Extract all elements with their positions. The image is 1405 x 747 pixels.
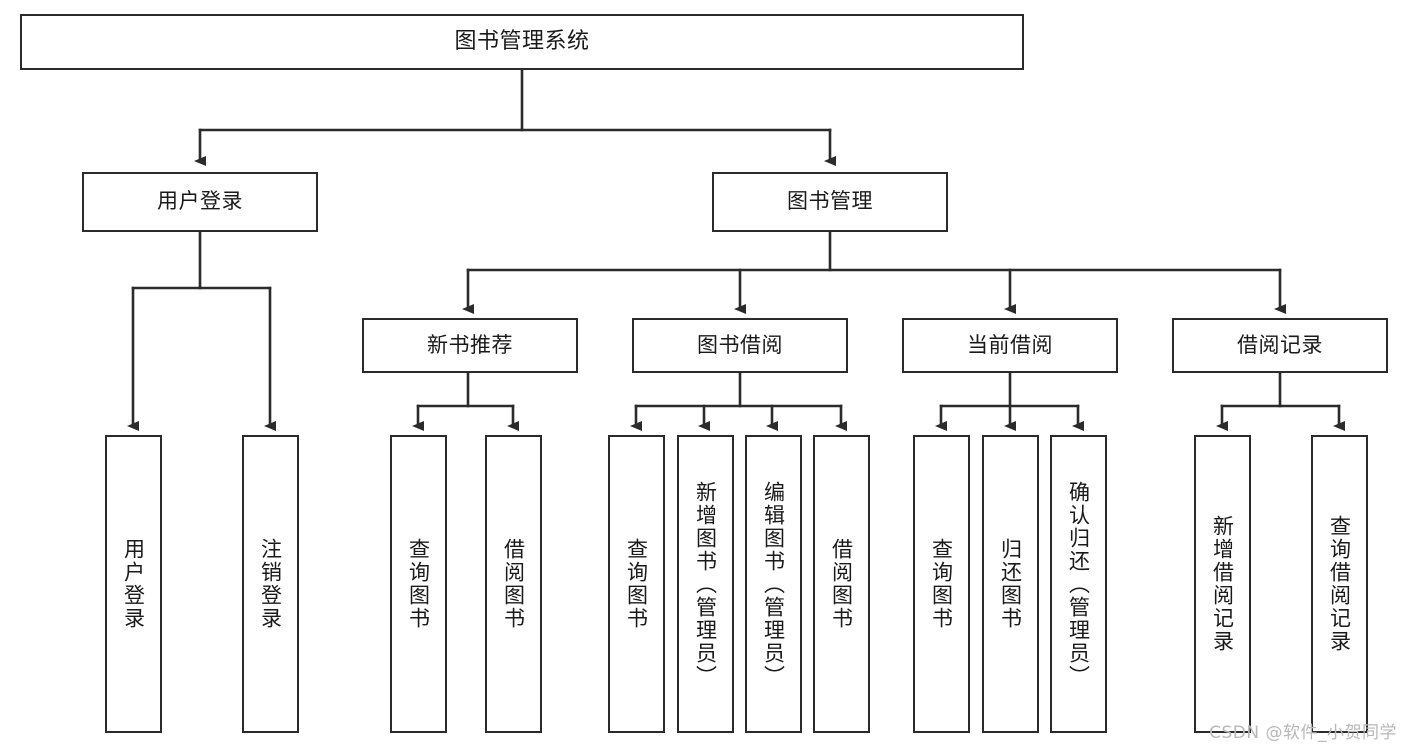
node-label: 用户登录 bbox=[157, 189, 243, 214]
node-label: 图书管理 bbox=[787, 189, 873, 214]
node-label: 用户登录 bbox=[121, 538, 146, 630]
csdn-watermark: CSDN @软件_小贺同学 bbox=[1209, 723, 1397, 743]
node-label: 编辑图书（管理员） bbox=[761, 480, 786, 688]
node-book-borrowing[interactable]: 图书借阅 bbox=[632, 318, 848, 373]
leaf-query-book-new-rec[interactable]: 查询图书 bbox=[390, 435, 447, 733]
node-label: 新增借阅记录 bbox=[1210, 515, 1235, 653]
node-label: 查询借阅记录 bbox=[1327, 515, 1352, 653]
node-label: 借阅图书 bbox=[829, 538, 854, 630]
leaf-borrow-book[interactable]: 借阅图书 bbox=[813, 435, 870, 733]
leaf-user-login[interactable]: 用户登录 bbox=[105, 435, 162, 733]
node-label: 当前借阅 bbox=[967, 332, 1053, 357]
node-label: 图书管理系统 bbox=[454, 28, 590, 54]
node-user-login[interactable]: 用户登录 bbox=[82, 172, 318, 232]
leaf-edit-book-admin[interactable]: 编辑图书（管理员） bbox=[745, 435, 802, 733]
node-label: 查询图书 bbox=[406, 538, 431, 630]
leaf-add-book-admin[interactable]: 新增图书（管理员） bbox=[677, 435, 734, 733]
node-root-book-management-system[interactable]: 图书管理系统 bbox=[20, 14, 1024, 70]
node-new-book-recommendation[interactable]: 新书推荐 bbox=[362, 318, 578, 373]
node-label: 注销登录 bbox=[258, 538, 283, 630]
leaf-return-book[interactable]: 归还图书 bbox=[982, 435, 1039, 733]
leaf-add-borrow-record[interactable]: 新增借阅记录 bbox=[1194, 435, 1251, 733]
leaf-confirm-return-admin[interactable]: 确认归还（管理员） bbox=[1050, 435, 1107, 733]
node-label: 新增图书（管理员） bbox=[693, 480, 718, 688]
node-label: 查询图书 bbox=[624, 538, 649, 630]
node-label: 借阅图书 bbox=[501, 538, 526, 630]
leaf-logout[interactable]: 注销登录 bbox=[242, 435, 299, 733]
node-label: 归还图书 bbox=[998, 538, 1023, 630]
node-label: 新书推荐 bbox=[427, 332, 513, 357]
leaf-query-book-borrow[interactable]: 查询图书 bbox=[608, 435, 665, 733]
node-label: 借阅记录 bbox=[1237, 332, 1323, 357]
node-borrowing-record[interactable]: 借阅记录 bbox=[1172, 318, 1388, 373]
leaf-query-book-current[interactable]: 查询图书 bbox=[913, 435, 970, 733]
leaf-query-borrow-record[interactable]: 查询借阅记录 bbox=[1311, 435, 1368, 733]
node-label: 确认归还（管理员） bbox=[1066, 480, 1091, 688]
node-label: 图书借阅 bbox=[697, 332, 783, 357]
node-current-borrowing[interactable]: 当前借阅 bbox=[902, 318, 1118, 373]
node-label: 查询图书 bbox=[929, 538, 954, 630]
leaf-borrow-book-new-rec[interactable]: 借阅图书 bbox=[485, 435, 542, 733]
node-book-management[interactable]: 图书管理 bbox=[712, 172, 948, 232]
